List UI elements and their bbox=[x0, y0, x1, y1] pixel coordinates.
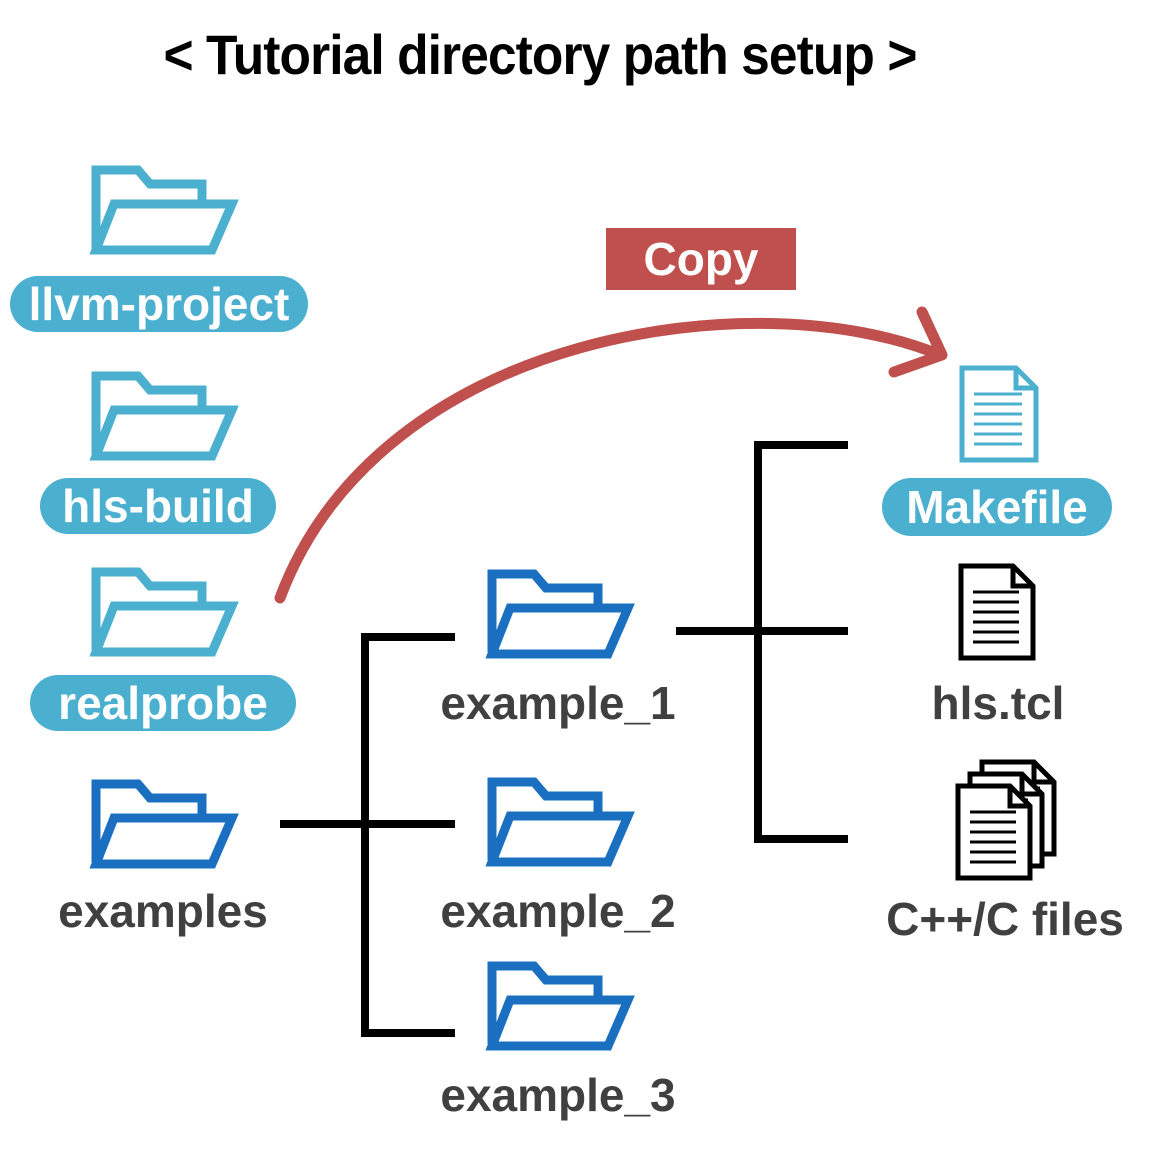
diagram-title: < Tutorial directory path setup > bbox=[163, 23, 917, 86]
folder-icon-realprobe bbox=[96, 572, 232, 652]
copy-arrow bbox=[274, 317, 946, 604]
folder-label-llvm-project: llvm-project bbox=[10, 276, 308, 332]
folder-label-hls-build: hls-build bbox=[40, 478, 276, 534]
makefile-icon bbox=[959, 365, 1039, 463]
folder-icon-hls-build bbox=[96, 376, 232, 456]
hls-tcl-file-icon bbox=[961, 566, 1033, 658]
tree-connector-examples bbox=[280, 633, 455, 1037]
cpp-files-icon bbox=[958, 762, 1054, 878]
folder-icon-example-3 bbox=[492, 966, 628, 1046]
folder-icon-llvm-project bbox=[96, 170, 232, 250]
folder-icon-examples bbox=[96, 784, 232, 864]
folder-label-examples: examples bbox=[58, 885, 268, 937]
folder-label-example-1: example_1 bbox=[440, 677, 676, 729]
folder-icon-example-1 bbox=[492, 574, 628, 654]
folder-icon-example-2 bbox=[492, 782, 628, 862]
file-label-hls-tcl: hls.tcl bbox=[931, 677, 1065, 729]
file-label-makefile: Makefile bbox=[882, 478, 1112, 536]
copy-label: Copy bbox=[606, 228, 796, 290]
file-label-cpp-files: C++/C files bbox=[886, 893, 1124, 945]
folder-label-example-2: example_2 bbox=[440, 885, 676, 937]
tree-connector-example-1 bbox=[676, 441, 848, 843]
folder-label-example-3: example_3 bbox=[440, 1069, 676, 1121]
folder-label-realprobe: realprobe bbox=[30, 675, 296, 731]
copy-arrowhead bbox=[888, 306, 948, 378]
